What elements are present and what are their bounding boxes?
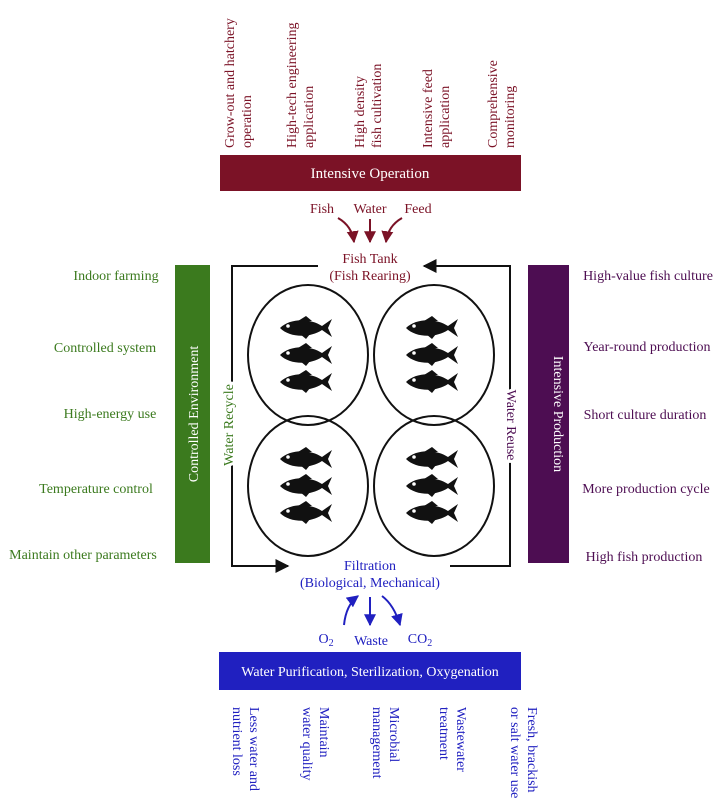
controlled-environment-bar [175,265,210,563]
right-item-2: Year-round production [584,340,711,355]
fish-icon [406,501,458,524]
left-item-2: Controlled system [54,341,156,356]
intensive-production-label: Intensive Production [550,356,565,472]
water-purification-label: Water Purification, Sterilization, Oxyge… [241,665,498,680]
fish-icon [406,343,458,366]
intensive-operation-label: Intensive Operation [311,166,430,182]
fish-icon [280,501,332,524]
top-item-4: Intensive feed application [421,66,453,148]
bottom-item-5: Fresh, brackish or salt water use [507,707,539,798]
water-recycle-label: Water Recycle [222,384,237,466]
fish-icon [280,370,332,393]
fish-tank-title: Fish Tank [342,252,397,267]
right-item-5: High fish production [586,550,703,565]
top-item-1: Grow-out and hatchery operation [223,15,255,148]
input-water: Water [353,202,386,217]
output-co2: CO2 [408,632,432,649]
right-item-4: More production cycle [582,482,710,497]
left-item-1: Indoor farming [73,269,158,284]
water-reuse-label: Water Reuse [503,390,518,461]
fish-arrow [337,217,359,244]
bottom-item-4: Wastewater treatment [436,707,468,775]
water-recycle-arrow [231,265,318,573]
recycle-loop [231,259,511,573]
right-item-3: Short culture duration [584,408,707,423]
fish-icon [406,447,458,470]
fish-icon [406,370,458,393]
input-fish: Fish [310,202,334,217]
intensive-production-bar [528,265,569,563]
filtration-title: Filtration [344,559,396,574]
left-item-3: High-energy use [64,407,157,422]
fish-icon [406,316,458,339]
fish-icon [280,343,332,366]
water-purification-bar [219,652,521,690]
o2-arrow [343,595,359,626]
fish-icon [280,474,332,497]
tank-top-left [247,284,369,426]
output-waste: Waste [354,634,388,649]
fish-icon [406,474,458,497]
input-feed: Feed [404,202,431,217]
bottom-items: Less water and nutrient loss Maintain wa… [229,707,539,798]
controlled-environment-label: Controlled Environment [187,346,202,483]
tank-top-right [373,284,495,426]
tank-bottom-right [373,415,495,557]
left-item-5: Maintain other parameters [9,548,157,563]
bottom-item-3: Microbial management [369,707,401,779]
output-o2: O2 [318,632,333,649]
tank-bottom-left [247,415,369,557]
bottom-item-2: Maintain water quality [299,707,331,780]
fish-tank-subtitle: (Fish Rearing) [329,269,411,284]
top-items: Grow-out and hatchery operation High-tec… [223,15,518,148]
right-item-1: High-value fish culture [583,269,713,284]
feed-arrow [381,217,403,244]
fish-icon [280,316,332,339]
left-item-4: Temperature control [39,482,153,497]
top-item-3: High density fish cultivation [353,64,385,148]
intensive-operation-bar [220,155,521,191]
fish-icon [280,447,332,470]
top-item-2: High-tech engineering application [285,19,317,148]
filtration-subtitle: (Biological, Mechanical) [300,576,440,591]
water-reuse-arrow [422,259,511,567]
bottom-item-1: Less water and nutrient loss [229,707,261,794]
top-item-5: Comprehensive monitoring [486,57,518,148]
co2-arrow [381,595,403,627]
